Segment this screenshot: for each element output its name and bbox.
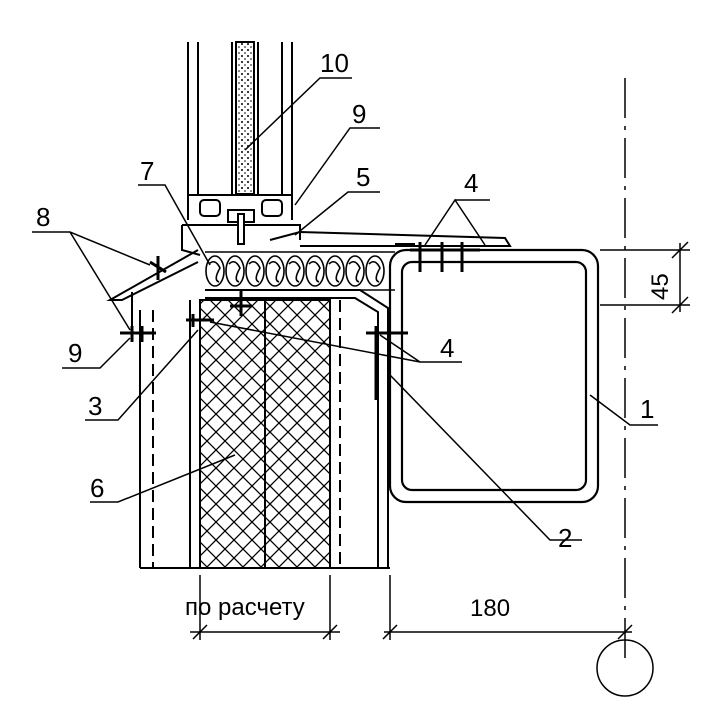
- callout-9-top: 9: [352, 99, 366, 129]
- callout-5: 5: [356, 162, 370, 192]
- insulation-coil-swirl: [368, 260, 381, 283]
- insulation-coil: [305, 255, 325, 287]
- insulation-column: [199, 299, 331, 569]
- insulation-coil: [205, 255, 225, 287]
- callout-4-top: 4: [464, 168, 478, 198]
- dimension-lines: [190, 78, 690, 697]
- insulation-band: [205, 251, 395, 291]
- insulation-coil-swirl: [248, 260, 261, 283]
- fasteners: [120, 242, 480, 400]
- dimension-height-label: 45: [647, 273, 674, 300]
- callout-10: 10: [320, 48, 349, 78]
- insulation-coil-swirl: [348, 260, 361, 283]
- insulation-coil-swirl: [308, 260, 321, 283]
- left-flashing: [106, 249, 199, 330]
- callout-6: 6: [90, 473, 104, 503]
- cover-flashing: [269, 230, 512, 247]
- insulation-coil: [345, 255, 365, 287]
- frame-profile: [181, 199, 301, 256]
- insulation-coil: [225, 255, 245, 287]
- insulation-coil: [285, 255, 305, 287]
- dimension-offset-label: 180: [470, 595, 510, 622]
- steel-tube: [388, 248, 600, 504]
- insulation-coil: [245, 255, 265, 287]
- callout-labels: 10 9 7 5 4 8 9 4 3 1 6 2: [36, 48, 654, 553]
- insulation-coil-swirl: [288, 260, 301, 283]
- callout-4-mid: 4: [440, 333, 454, 363]
- insulation-coil-swirl: [208, 260, 221, 283]
- callout-1: 1: [640, 394, 654, 424]
- callout-8: 8: [36, 202, 50, 232]
- callout-9-left: 9: [68, 338, 82, 368]
- insulation-coil-swirl: [328, 260, 341, 283]
- angle-bracket: [205, 289, 389, 568]
- insulation-coil: [325, 255, 345, 287]
- insulation-coil: [365, 255, 385, 287]
- callout-7: 7: [140, 156, 154, 186]
- insulation-coil: [265, 255, 285, 287]
- left-cladding: [139, 300, 390, 569]
- glass-unit: [187, 41, 293, 220]
- dimension-width-label: по расчету: [185, 594, 305, 621]
- insulation-coil-swirl: [268, 260, 281, 283]
- insulation-coil-swirl: [228, 260, 241, 283]
- leader-lines: [32, 77, 658, 541]
- callout-3: 3: [88, 391, 102, 421]
- callout-2: 2: [558, 523, 572, 553]
